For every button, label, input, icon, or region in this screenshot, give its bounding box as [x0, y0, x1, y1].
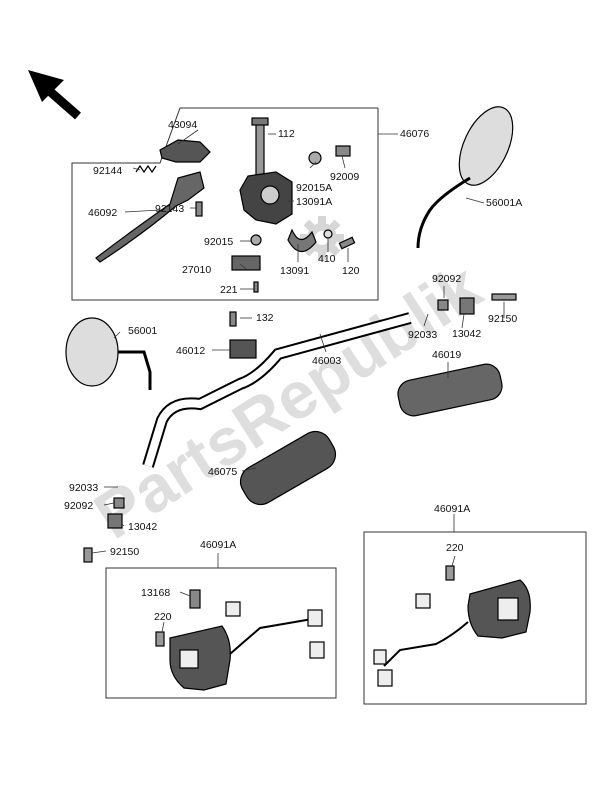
part-label: 13168 [141, 587, 170, 599]
connector-right-a [415, 593, 431, 609]
screw-220-left [155, 631, 165, 647]
switch-housing-left-46091A [169, 625, 231, 691]
switch-27010 [231, 255, 261, 271]
part-label: 220 [446, 542, 464, 554]
part-label: 92033 [69, 482, 98, 494]
grip-right-46019 [397, 363, 503, 417]
left-switch-group-frame [105, 567, 337, 699]
bolt-92150-right [491, 293, 517, 301]
weight-13042-right [459, 297, 475, 315]
screw-220-right [445, 565, 455, 581]
part-label: 92150 [110, 546, 139, 558]
lever-group-frame [71, 107, 379, 301]
nut-92015A [308, 151, 322, 165]
weight-13042-left [107, 513, 123, 529]
part-label: 13042 [452, 328, 481, 340]
part-label: 92033 [408, 329, 437, 341]
part-label: 92144 [93, 165, 122, 177]
screw-120 [338, 236, 356, 250]
part-label: 13042 [128, 521, 157, 533]
right-switch-group-frame [363, 531, 587, 705]
bolt-92150-left [83, 547, 93, 563]
part-label: 46092 [88, 207, 117, 219]
part-label: 220 [154, 611, 172, 623]
screw-92009 [335, 145, 351, 157]
gear-watermark-icon [300, 216, 344, 260]
front-direction-arrow-icon [28, 70, 81, 120]
connector-right-b [373, 649, 387, 665]
part-label: 56001A [486, 197, 522, 209]
part-label: 27010 [182, 264, 211, 276]
part-label: 46091A [434, 503, 470, 515]
part-label: 120 [342, 265, 360, 277]
parts-illustrations [65, 106, 531, 691]
nut-92015 [250, 234, 262, 246]
part-label: 46019 [432, 349, 461, 361]
part-label: 13091A [296, 196, 332, 208]
mirror-right-56001A [458, 106, 514, 186]
part-label: 56001 [128, 325, 157, 337]
part-label: 46091A [200, 539, 236, 551]
grip-left-46075 [239, 430, 337, 506]
part-label: 46003 [312, 355, 341, 367]
part-label: 92150 [488, 313, 517, 325]
connector-left-b [307, 609, 323, 627]
pin-92143 [195, 201, 203, 217]
connector-right-c [377, 669, 393, 687]
part-labels: 43094 112 46076 92144 92009 92015A 46092… [64, 119, 522, 623]
part-label: 112 [278, 128, 295, 140]
part-label: 13091 [280, 265, 309, 277]
part-label: 46012 [176, 345, 205, 357]
bracket-plate-43094 [159, 139, 211, 163]
part-label: 92009 [330, 171, 359, 183]
holder-46012 [229, 339, 257, 359]
mirror-left-56001 [65, 317, 119, 387]
part-label: 221 [220, 284, 238, 296]
part-label: 46075 [208, 466, 237, 478]
part-label: 92092 [432, 273, 461, 285]
spring-92144 [135, 164, 157, 174]
washer-410 [323, 229, 333, 239]
leader-lines [91, 129, 505, 633]
bolt-132 [229, 311, 237, 327]
part-label: 43094 [168, 119, 197, 131]
nut-92092-right [437, 299, 449, 311]
connector-left-a [225, 601, 241, 617]
clutch-lever-46092 [95, 171, 205, 263]
screw-221 [253, 281, 259, 293]
part-label: 410 [318, 253, 336, 265]
connector-left-c [309, 641, 325, 659]
part-label: 92015 [204, 236, 233, 248]
part-label: 46076 [400, 128, 429, 140]
part-label: 92015A [296, 182, 332, 194]
bolt-112 [255, 121, 265, 179]
nut-92092-left [113, 497, 125, 509]
part-label: 132 [256, 312, 274, 324]
clamp-13091 [287, 228, 317, 253]
part-label: 92143 [155, 203, 184, 215]
part-label: 92092 [64, 500, 93, 512]
clip-13168 [189, 589, 201, 609]
